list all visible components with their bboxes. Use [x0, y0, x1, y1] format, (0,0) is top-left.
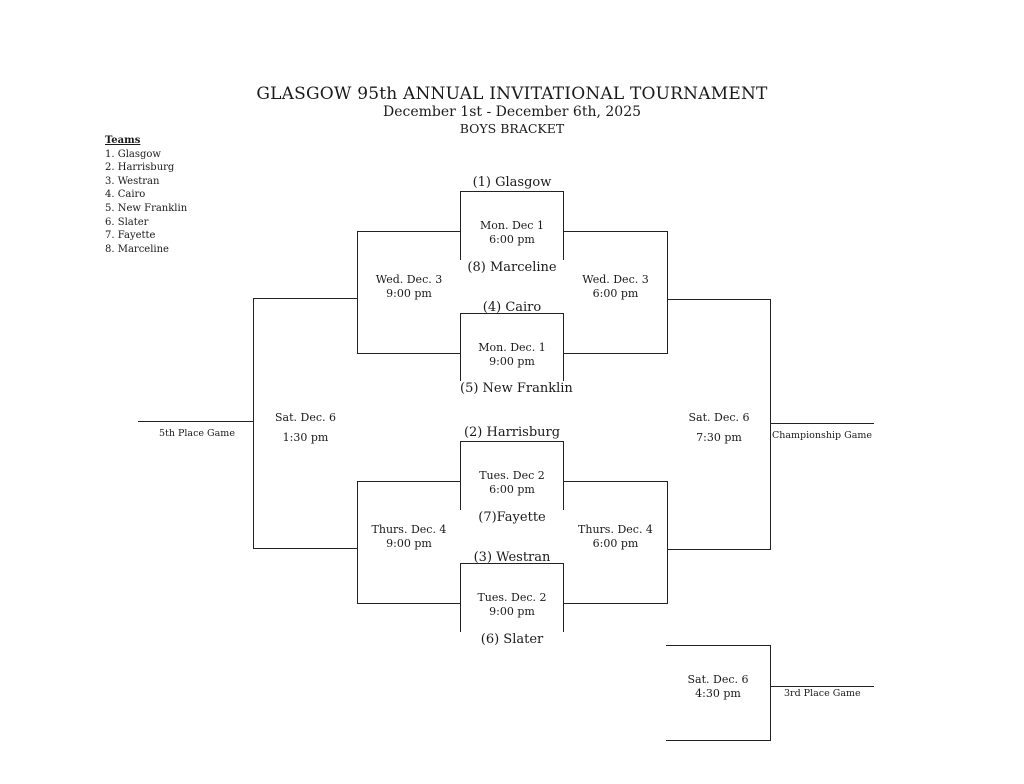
championship-label: Championship Game — [772, 430, 873, 441]
game-day: Wed. Dec. 3 — [582, 273, 649, 286]
line-wed-right — [563, 231, 668, 354]
game-time: 9:00 pm — [386, 537, 432, 550]
game-info: Sat. Dec. 6 1:30 pm — [254, 408, 357, 448]
game-day: Wed. Dec. 3 — [375, 273, 443, 286]
bracket-label: BOYS BRACKET — [459, 121, 565, 136]
game-info: Mon. Dec. 1 9:00 pm — [460, 341, 564, 369]
line-thurs-right — [563, 481, 668, 604]
game-day: Sat. Dec. 6 — [687, 673, 749, 686]
game-info: Thurs. Dec. 4 6:00 pm — [564, 523, 667, 551]
team-list-item: 1. Glasgow — [105, 148, 161, 160]
game-time: 7:30 pm — [696, 431, 742, 444]
team-list-item: 8. Marceline — [105, 243, 169, 255]
game-day: Thurs. Dec. 4 — [371, 523, 447, 536]
seed-3: (3) Westran — [473, 550, 551, 565]
team-list-item: 2. Harrisburg — [105, 162, 175, 174]
game-time: 9:00 pm — [489, 605, 535, 618]
game-time: 1:30 pm — [282, 431, 329, 444]
seed-2: (2) Harrisburg — [463, 425, 561, 440]
game-day: Tues. Dec. 2 — [477, 591, 547, 604]
seed-8: (8) Marceline — [460, 260, 564, 275]
line-third-place — [666, 645, 771, 741]
team-list-item: 6. Slater — [105, 216, 149, 228]
teams-heading: Teams — [105, 135, 141, 146]
game-time: 6:00 pm — [489, 483, 535, 496]
game-time: 6:00 pm — [592, 287, 639, 300]
line-thurs-left — [357, 481, 461, 604]
game-time: 6:00 pm — [592, 537, 639, 550]
line-fifth-place — [253, 298, 358, 549]
game-time: 6:00 pm — [489, 233, 535, 246]
game-info: Tues. Dec 2 6:00 pm — [460, 469, 564, 497]
tournament-title: GLASGOW 95th ANNUAL INVITATIONAL TOURNAM… — [256, 84, 768, 104]
tournament-dates: December 1st - December 6th, 2025 — [382, 104, 642, 120]
fifth-place-label: 5th Place Game — [159, 428, 235, 439]
game-day: Thurs. Dec. 4 — [578, 523, 653, 536]
seed-6: (6) Slater — [460, 632, 564, 647]
game-time: 9:00 pm — [386, 287, 432, 300]
team-list-item: 3. Westran — [105, 175, 160, 187]
line-wed-left — [357, 231, 461, 354]
seed-5: (5) New Franklin — [460, 381, 573, 396]
game-time: 4:30 pm — [695, 687, 741, 700]
game-time: 9:00 pm — [489, 355, 535, 368]
seed-7: (7)Fayette — [460, 510, 564, 525]
team-list-item: 7. Fayette — [105, 230, 156, 242]
seed-4: (4) Cairo — [482, 300, 542, 315]
game-info: Tues. Dec. 2 9:00 pm — [460, 591, 564, 619]
game-info: Thurs. Dec. 4 9:00 pm — [358, 523, 460, 551]
game-day: Mon. Dec. 1 — [478, 341, 546, 354]
teams-list: Teams 1. Glasgow 2. Harrisburg 3. Westra… — [105, 134, 187, 256]
game-day: Mon. Dec 1 — [480, 219, 544, 232]
game-info: Wed. Dec. 3 9:00 pm — [358, 273, 460, 301]
team-list-item: 4. Cairo — [105, 189, 146, 201]
game-info: Sat. Dec. 6 7:30 pm — [668, 408, 770, 448]
game-info: Wed. Dec. 3 6:00 pm — [564, 273, 667, 301]
line-championship — [667, 299, 771, 550]
seed-1: (1) Glasgow — [472, 175, 552, 190]
game-day: Tues. Dec 2 — [479, 469, 545, 482]
game-info: Sat. Dec. 6 4:30 pm — [666, 673, 770, 701]
game-info: Mon. Dec 1 6:00 pm — [460, 219, 564, 247]
game-day: Sat. Dec. 6 — [275, 411, 336, 424]
team-list-item: 5. New Franklin — [105, 202, 188, 214]
game-day: Sat. Dec. 6 — [688, 411, 750, 424]
third-place-label: 3rd Place Game — [784, 688, 861, 699]
